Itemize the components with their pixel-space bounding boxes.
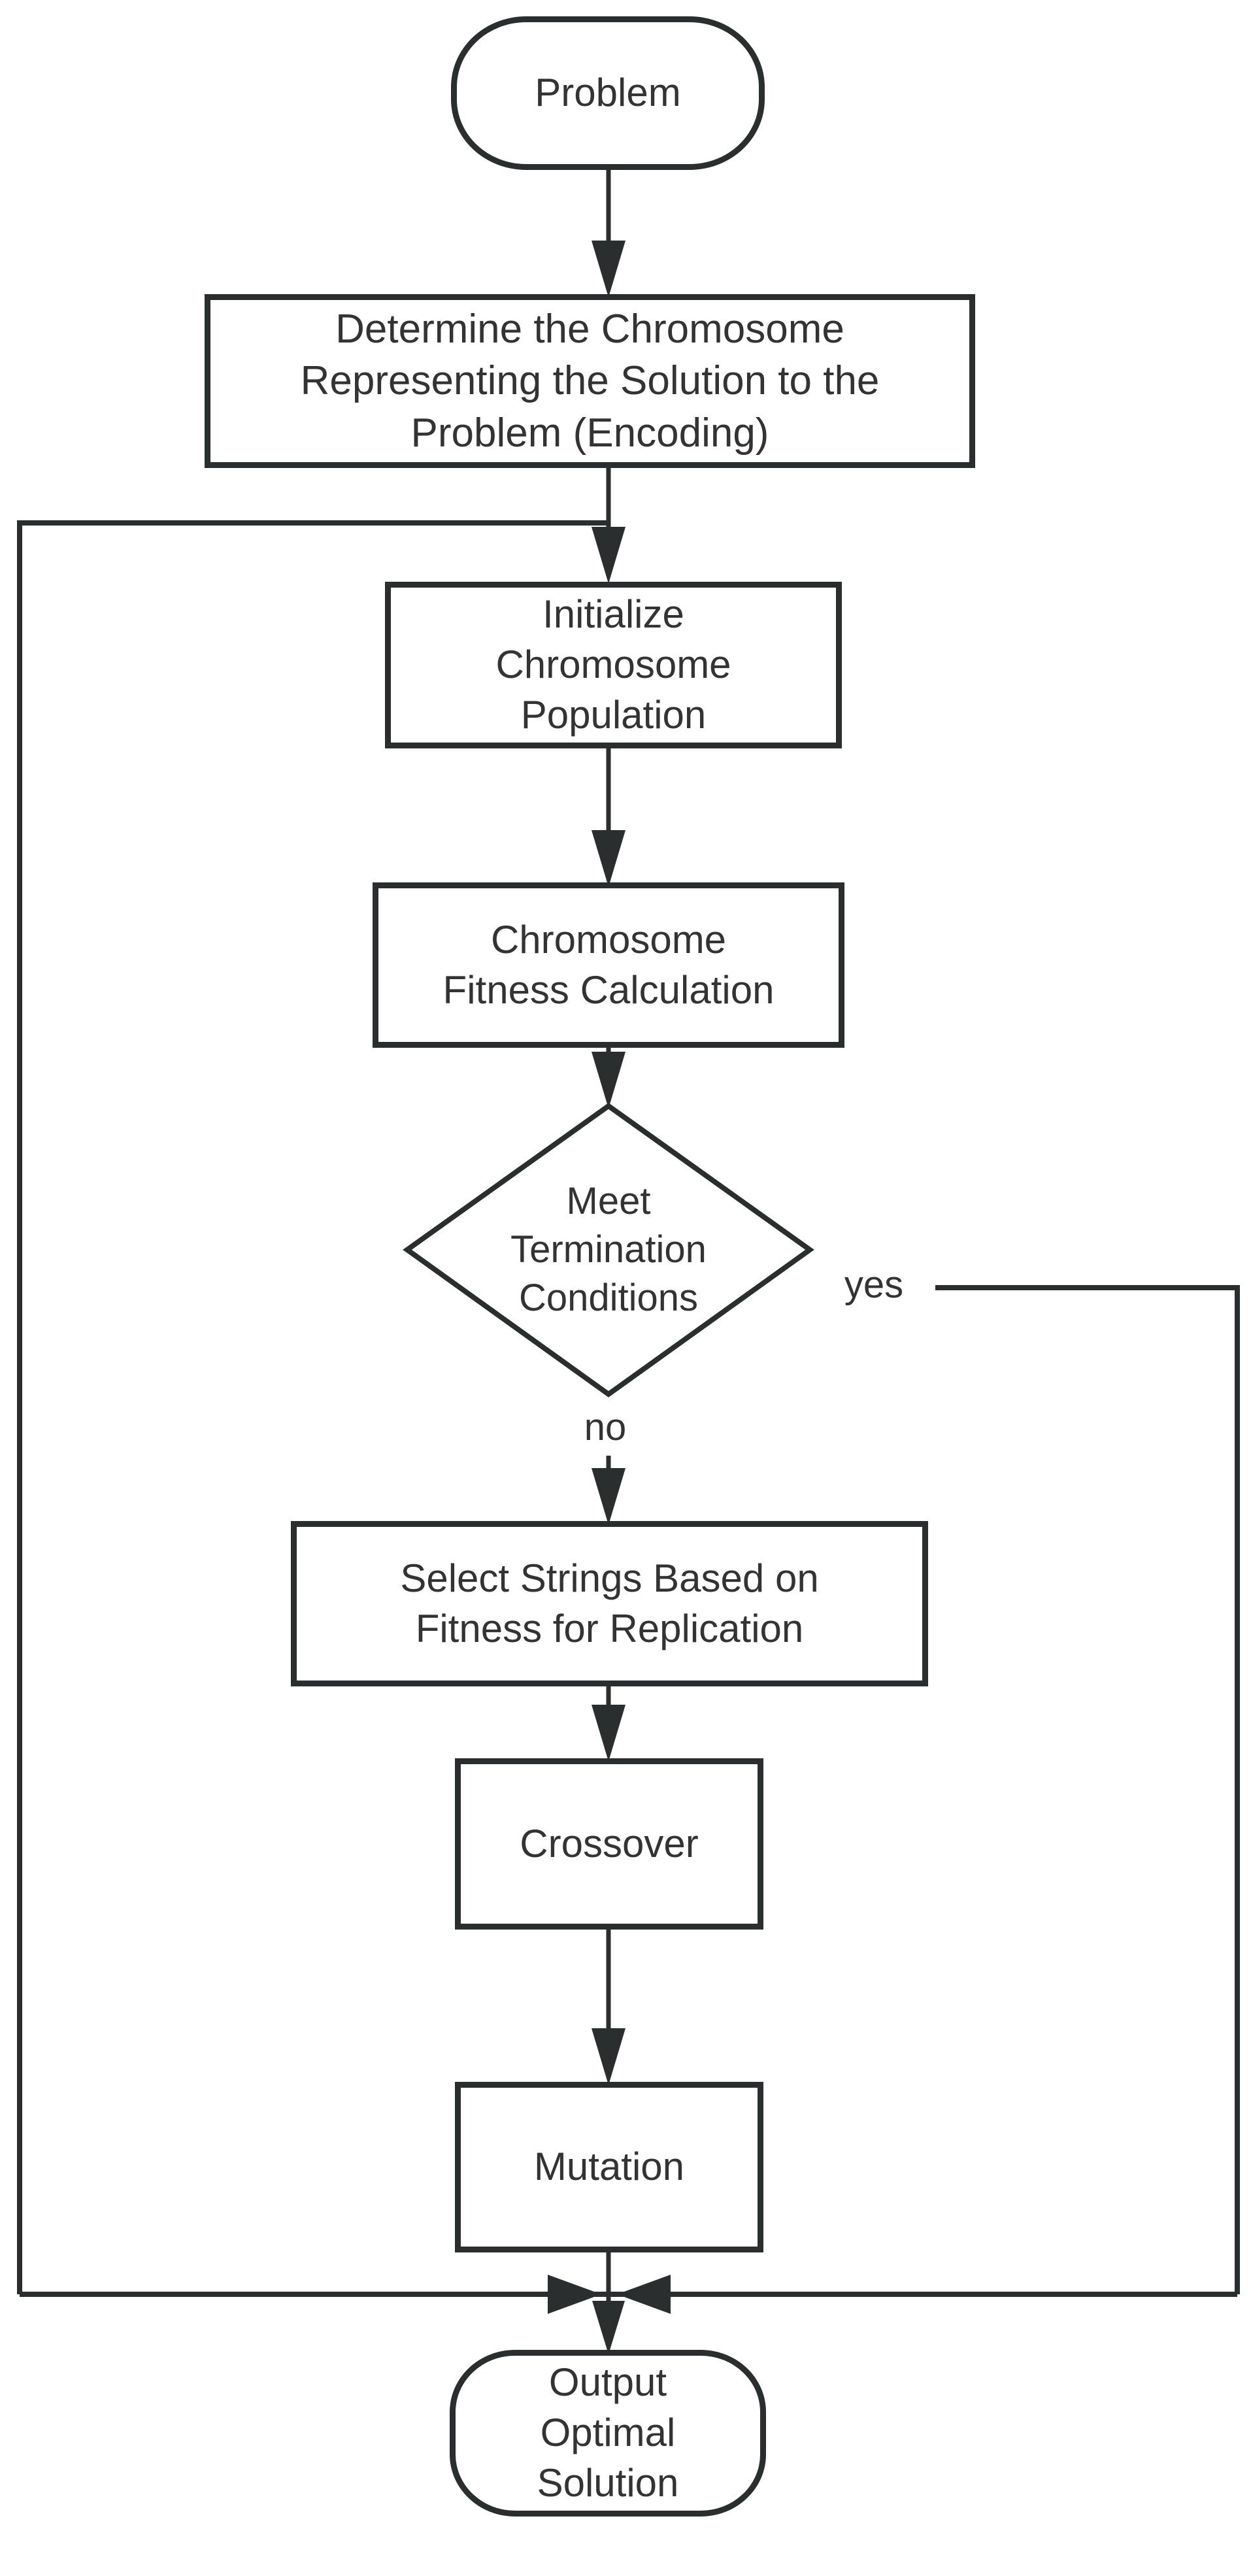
edge-label-no: no <box>567 1398 643 1456</box>
edge-yes-branch <box>820 1285 1240 2294</box>
node-encoding-label: Determine the Chromosome Representing th… <box>300 306 880 456</box>
arrowhead-left-icon <box>617 2275 671 2314</box>
node-problem-label: Problem <box>535 71 681 115</box>
node-initialize-population: Initialize Chromosome Population <box>385 582 842 748</box>
arrowhead-down-icon <box>592 1052 626 1109</box>
arrowhead-down-icon <box>592 241 626 297</box>
arrowhead-down-icon <box>592 2301 625 2354</box>
decision-label-text: Meet Termination Conditions <box>510 1179 707 1320</box>
node-crossover-label: Crossover <box>520 1821 699 1865</box>
node-select-strings-label: Select Strings Based on Fitness for Repl… <box>400 1556 819 1650</box>
node-crossover: Crossover <box>455 1758 763 1930</box>
edge-loop-back <box>17 520 609 2294</box>
arrowhead-down-icon <box>592 2028 626 2085</box>
node-initialize-population-label: Initialize Chromosome Population <box>495 592 731 737</box>
edge-label-yes: yes <box>812 1254 935 1314</box>
arrowhead-right-icon <box>548 2275 601 2314</box>
arrowhead-down-icon <box>592 830 626 887</box>
node-mutation-label: Mutation <box>533 2145 685 2189</box>
node-fitness-calculation-label: Chromosome Fitness Calculation <box>442 917 775 1012</box>
node-output-solution: Output Optimal Solution <box>450 2350 766 2517</box>
node-select-strings: Select Strings Based on Fitness for Repl… <box>291 1521 928 1686</box>
edge-label-no-text: no <box>584 1405 627 1448</box>
arrowhead-down-icon <box>592 1468 626 1525</box>
arrowhead-down-icon <box>592 1705 626 1762</box>
node-decision-shape <box>403 1103 814 1397</box>
node-problem: Problem <box>451 16 765 170</box>
arrowhead-down-icon <box>592 527 626 584</box>
node-termination-decision-label: Meet Termination Conditions <box>452 1175 765 1325</box>
node-mutation: Mutation <box>455 2082 763 2252</box>
node-fitness-calculation: Chromosome Fitness Calculation <box>373 882 844 1048</box>
edge-label-yes-text: yes <box>844 1263 904 1306</box>
node-encoding: Determine the Chromosome Representing th… <box>205 294 975 468</box>
node-output-solution-label: Output Optimal Solution <box>537 2360 679 2505</box>
